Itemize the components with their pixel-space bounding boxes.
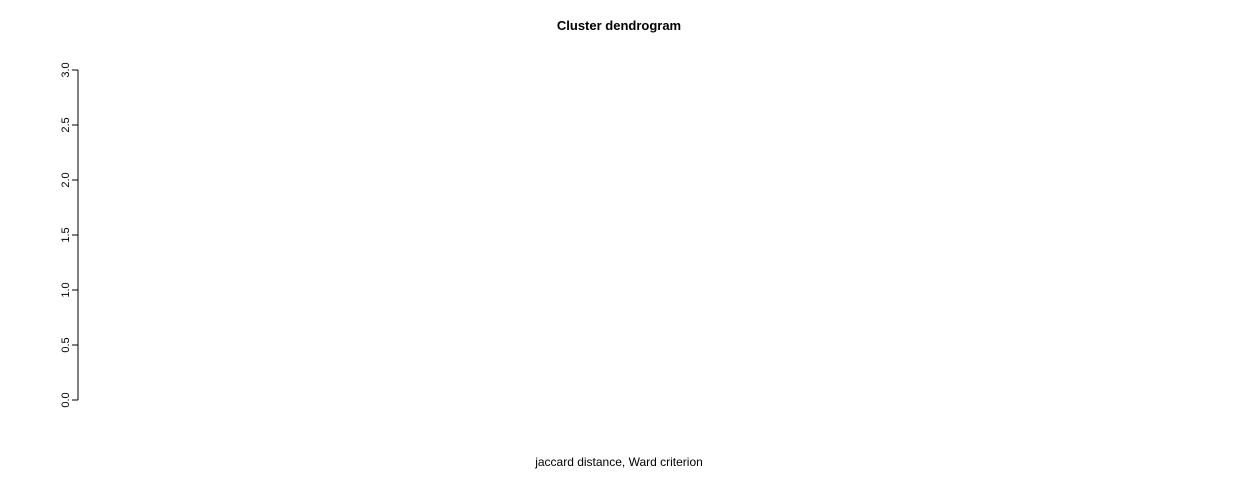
y-axis-tick-label: 2.5 — [60, 117, 72, 132]
y-axis-tick-label: 1.0 — [60, 282, 72, 297]
page-title: Cluster dendrogram — [556, 18, 682, 33]
y-axis-tick-label: 2.0 — [60, 172, 72, 187]
y-axis: 0.0 0.5 1.0 1.5 2.0 2.5 3.0 — [60, 62, 79, 408]
y-axis-tick-label: 0.5 — [60, 337, 72, 352]
y-axis-tick-label: 1.5 — [60, 227, 72, 242]
y-axis-tick-label: 3.0 — [60, 62, 72, 77]
y-axis-tick-label: 0.0 — [60, 392, 72, 407]
x-axis-label: jaccard distance, Ward criterion — [535, 455, 703, 469]
